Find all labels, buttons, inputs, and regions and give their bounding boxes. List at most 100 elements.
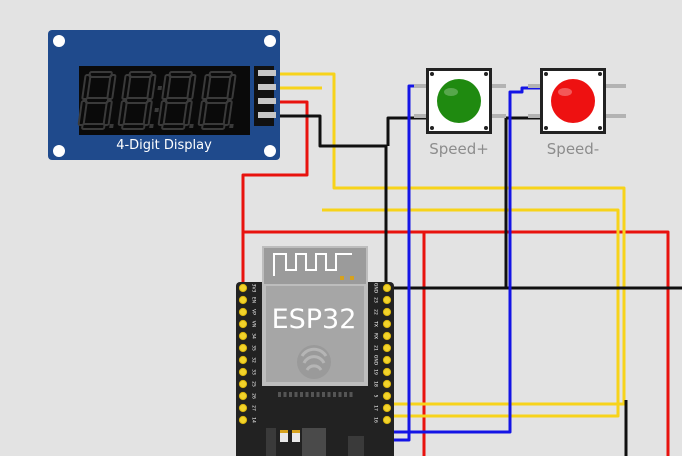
esp32-label: ESP32	[272, 304, 357, 335]
button-shine	[558, 88, 572, 96]
header-pin-14[interactable]	[238, 415, 248, 425]
seven-segment-digit	[157, 71, 197, 130]
header-pin-rx[interactable]	[382, 331, 392, 341]
segment	[142, 100, 153, 126]
pin-label: RX	[373, 333, 379, 339]
segment	[161, 123, 186, 130]
header-pin-32[interactable]	[238, 355, 248, 365]
header-pin-5[interactable]	[382, 391, 392, 401]
header-pin-gnd[interactable]	[382, 355, 392, 365]
module-pad	[294, 392, 298, 397]
seven-segment-digit	[77, 71, 117, 130]
segment	[157, 100, 168, 126]
wire-black-display-gnd[interactable]	[276, 114, 388, 288]
button-leg	[528, 114, 542, 118]
module-pad	[338, 392, 342, 397]
pin-label: 32	[251, 357, 257, 363]
header-pin-26[interactable]	[238, 391, 248, 401]
pin-label: 3V3	[251, 284, 257, 293]
pin-label: TX	[373, 320, 379, 327]
header-pin-3v3[interactable]	[238, 283, 248, 293]
pushbutton-speed-minus[interactable]: Speed-	[528, 68, 626, 158]
display-digits	[77, 71, 237, 130]
button-leg	[414, 84, 428, 88]
smd-capacitor	[292, 430, 300, 442]
pin-label: GND	[373, 355, 379, 366]
header-pin-18[interactable]	[382, 379, 392, 389]
module-pad	[305, 392, 309, 397]
segment	[121, 123, 146, 130]
pin-label: 14	[251, 417, 257, 423]
header-pin-en[interactable]	[238, 295, 248, 305]
button-cap-red[interactable]	[551, 79, 595, 123]
button-leg	[606, 84, 626, 88]
button-cap-green[interactable]	[437, 79, 481, 123]
segment	[81, 74, 92, 100]
segment	[77, 100, 88, 126]
module-pad	[289, 392, 292, 397]
module-pad	[350, 276, 354, 280]
header-pin-tx[interactable]	[382, 319, 392, 329]
header-pin-33[interactable]	[238, 367, 248, 377]
button-leg	[528, 84, 542, 88]
header-pin-23[interactable]	[382, 295, 392, 305]
module-pad	[340, 276, 344, 280]
four-digit-display[interactable]: 4-Digit Display	[48, 30, 280, 160]
button-label-speed-plus: Speed+	[429, 140, 489, 158]
pin-label: 22	[373, 309, 379, 315]
smd-pad	[280, 430, 288, 433]
button-corner	[430, 72, 434, 76]
header-pin-25[interactable]	[238, 379, 248, 389]
header-pin-17[interactable]	[382, 403, 392, 413]
seven-segment-digit	[117, 71, 163, 130]
header-pin-22[interactable]	[382, 307, 392, 317]
button-corner	[484, 72, 488, 76]
segment	[182, 100, 193, 126]
smd-pad	[292, 430, 300, 433]
segment	[161, 74, 172, 100]
segment	[81, 123, 106, 130]
button-leg	[492, 84, 506, 88]
header-pin-gnd[interactable]	[382, 283, 392, 293]
wire-blue-button2[interactable]	[392, 86, 540, 434]
wire-yellow-esp-gpio5[interactable]	[322, 208, 620, 418]
header-pin-19[interactable]	[382, 367, 392, 377]
header-pin-vn[interactable]	[238, 319, 248, 329]
pushbutton-speed-plus[interactable]: Speed+	[414, 68, 506, 158]
segment	[146, 74, 157, 100]
module-pad	[327, 392, 331, 397]
header-pin-16[interactable]	[382, 415, 392, 425]
smd-chip	[348, 436, 364, 456]
pin-label: EN	[251, 297, 257, 303]
antenna-trace-icon	[273, 253, 352, 276]
segment	[117, 100, 128, 126]
pin-label: 25	[251, 381, 257, 387]
header-pin-27[interactable]	[238, 403, 248, 413]
pin-label: GND	[373, 283, 379, 294]
segment	[201, 74, 212, 100]
header-pin-21[interactable]	[382, 343, 392, 353]
header-pin-34[interactable]	[238, 331, 248, 341]
module-pads	[278, 392, 353, 397]
header-pin-35[interactable]	[238, 343, 248, 353]
segment	[222, 100, 233, 126]
button-leg	[606, 114, 626, 118]
segment	[226, 74, 237, 100]
pin-label: 26	[251, 393, 257, 399]
mount-hole	[264, 145, 276, 157]
mount-hole	[264, 35, 276, 47]
wire-yellow-display-clk[interactable]	[276, 72, 626, 406]
smd-component	[266, 428, 276, 456]
header-pin-vp[interactable]	[238, 307, 248, 317]
decimal-point	[189, 124, 194, 128]
header-pin	[258, 84, 276, 90]
pin-label: 35	[251, 345, 257, 351]
button-corner	[430, 126, 434, 130]
seven-segment-digit	[197, 71, 237, 130]
button-corner	[598, 126, 602, 130]
espressif-logo-icon	[297, 345, 331, 379]
wire-red-display-vcc[interactable]	[241, 100, 309, 288]
module-pad	[278, 392, 281, 397]
